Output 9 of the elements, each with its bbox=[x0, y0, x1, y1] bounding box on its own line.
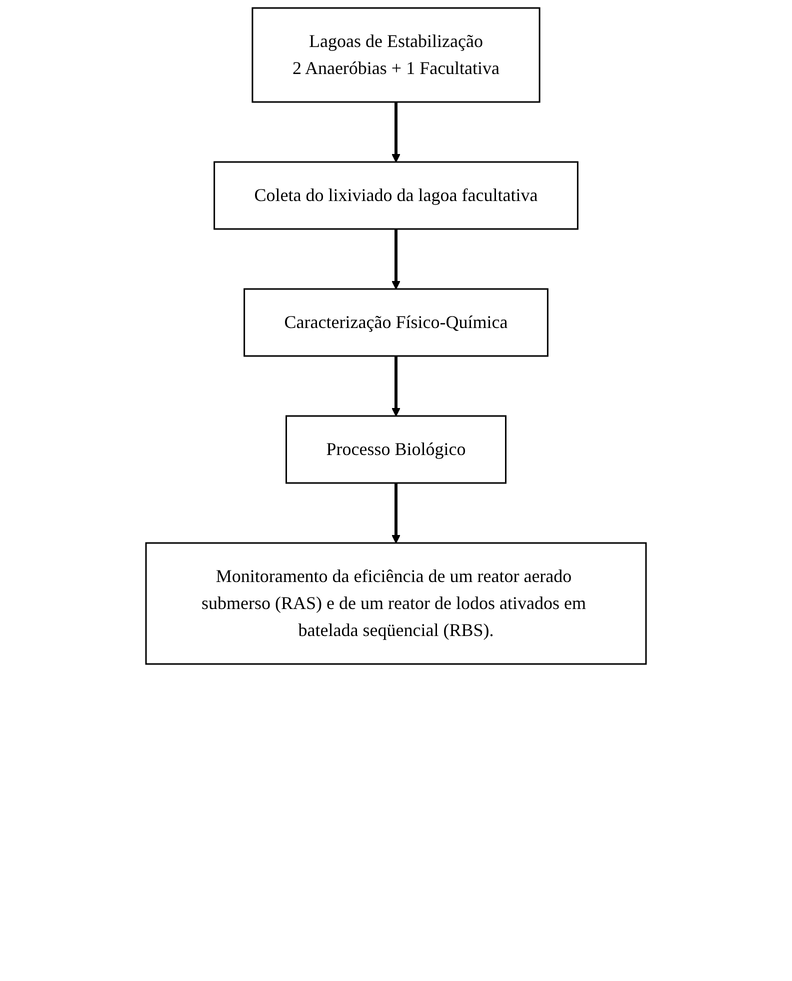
node-box: Monitoramento da eficiência de um reator aerado submerso (RAS) e de um reator de lodos ativados em batelada seqüencial (RBS). bbox=[145, 542, 647, 665]
arrow bbox=[392, 483, 400, 544]
arrow bbox=[392, 356, 400, 416]
node-box: Coleta do lixiviado da lagoa facultativa bbox=[214, 161, 578, 230]
arrow bbox=[392, 102, 400, 162]
node-box: Caracterização Físico-Química bbox=[244, 288, 548, 357]
node-box: Processo Biológico bbox=[286, 415, 506, 484]
arrow bbox=[392, 229, 400, 290]
node-box: Lagoas de Estabilização 2 Anaeróbias + 1 Facultativa bbox=[252, 7, 540, 103]
